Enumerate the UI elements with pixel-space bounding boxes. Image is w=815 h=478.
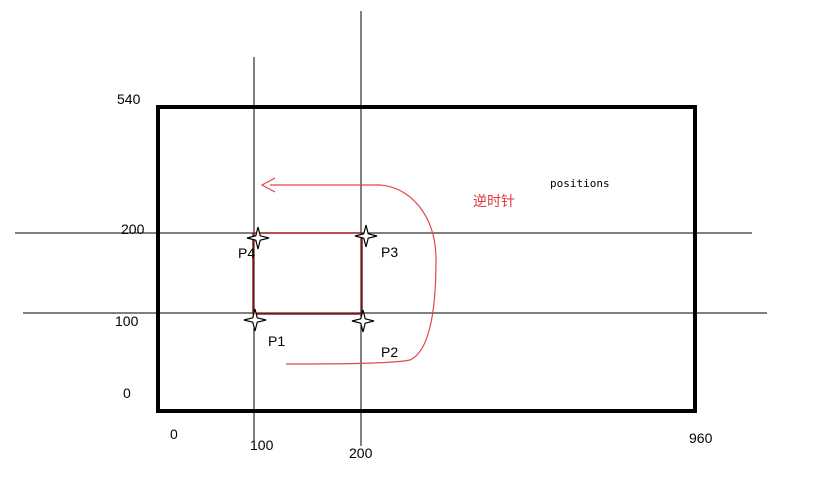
point-label-p3: P3: [381, 244, 398, 260]
outer-frame: [156, 105, 697, 413]
y-label-0: 0: [123, 385, 131, 401]
arrowhead-icon: [260, 177, 276, 193]
p3-marker-icon: [354, 224, 378, 248]
x-label-0: 0: [170, 426, 178, 442]
x-label-100: 100: [250, 437, 274, 453]
positions-label: positions: [550, 177, 610, 190]
y-label-100: 100: [115, 313, 139, 329]
x-label-200: 200: [349, 445, 373, 461]
y-label-200: 200: [121, 221, 145, 237]
quad-rectangle: [252, 232, 363, 315]
p1-marker-icon: [243, 308, 267, 332]
counterclockwise-arrow: [270, 184, 437, 365]
point-label-p1: P1: [268, 333, 285, 349]
y-label-540: 540: [117, 91, 141, 107]
direction-annotation: 逆时针: [473, 193, 515, 209]
point-label-p2: P2: [381, 344, 398, 360]
x-label-960: 960: [689, 430, 713, 446]
point-label-p4: P4: [238, 245, 255, 261]
